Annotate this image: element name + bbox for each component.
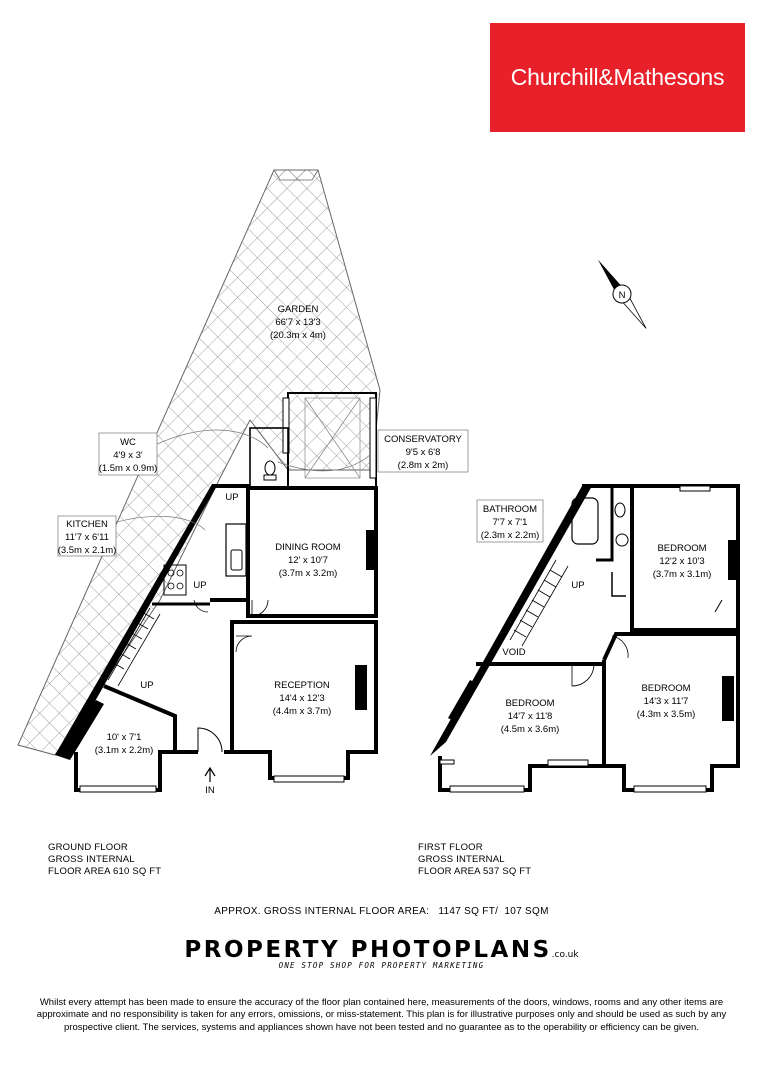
bedroom2-metric: (4.5m x 3.6m): [501, 724, 560, 735]
ground-up-marker-2: UP: [193, 580, 206, 591]
conservatory-imperial: 9'5 x 6'8: [406, 447, 441, 458]
bedroom3-name: BEDROOM: [641, 683, 690, 694]
wc-metric: (1.5m x 0.9m): [99, 463, 158, 474]
ground-floor-plan: [55, 392, 378, 793]
bedroom-3-walls: [602, 632, 738, 661]
first-floor-note: FIRST FLOOR GROSS INTERNAL FLOOR AREA 53…: [418, 842, 531, 878]
kitchen-name: KITCHEN: [66, 519, 108, 530]
floor-plan: N GARDEN 66'7 x 13'3 (20.3m x 4m) WC 4'9…: [17, 169, 740, 796]
first-floor-line1: FIRST FLOOR: [418, 842, 483, 853]
dining-imperial: 12' x 10'7: [288, 555, 328, 566]
north-label: N: [619, 290, 626, 301]
conservatory-name: CONSERVATORY: [384, 434, 462, 445]
conservatory-metric: (2.8m x 2m): [398, 460, 449, 471]
ground-stairs: [107, 602, 210, 687]
first-up-marker: UP: [571, 580, 584, 591]
footer-brand-tagline: ONE STOP SHOP FOR PROPERTY MARKETING: [278, 961, 485, 970]
bathroom-walls: [596, 486, 614, 562]
bedroom2-imperial: 14'7 x 11'8: [508, 711, 553, 722]
footer-brand-text: PROPERTY PHOTOPLANS: [184, 937, 552, 963]
first-floor-line3: FLOOR AREA 537 SQ FT: [418, 866, 532, 877]
footer-brand-suffix: .co.uk: [551, 950, 579, 960]
entrance-arrow: [204, 766, 216, 782]
first-floor-line2: GROSS INTERNAL: [418, 854, 505, 865]
approx-area: APPROX. GROSS INTERNAL FLOOR AREA: 1147 …: [214, 906, 549, 917]
reception-metric: (4.4m x 3.7m): [273, 706, 332, 717]
wc-imperial: 4'9 x 3': [113, 450, 143, 461]
bedroom1-metric: (3.7m x 3.1m): [653, 569, 712, 580]
first-floor-plan: [430, 484, 740, 793]
entrance-label: IN: [205, 785, 215, 796]
ground-up-marker-3: UP: [140, 680, 153, 691]
brand-logo: Churchill&Mathesons: [490, 23, 745, 132]
bedroom2-name: BEDROOM: [505, 698, 554, 709]
ground-diagonal-wall: [55, 484, 218, 755]
north-compass-icon: [597, 259, 647, 329]
dining-metric: (3.7m x 3.2m): [279, 568, 338, 579]
dining-name: DINING ROOM: [275, 542, 341, 553]
bedroom1-imperial: 12'2 x 10'3: [659, 556, 704, 567]
garden-imperial: 66'7 x 13'3: [275, 317, 320, 328]
garden-name: GARDEN: [278, 304, 319, 315]
hallway-metric: (3.1m x 2.2m): [95, 745, 154, 756]
kitchen-walls: [210, 484, 250, 602]
disclaimer: Whilst every attempt has been made to en…: [36, 997, 727, 1033]
reception-walls: [230, 620, 378, 780]
kitchen-imperial: 11'7 x 6'11: [65, 532, 109, 543]
kitchen-metric: (3.5m x 2.1m): [58, 545, 117, 556]
garden-area: [17, 169, 381, 756]
room-labels: GARDEN 66'7 x 13'3 (20.3m x 4m) WC 4'9 x…: [57, 304, 712, 796]
footer-brand-name: PROPERTY PHOTOPLANS.co.uk: [184, 937, 578, 963]
garden-top: [273, 169, 319, 181]
bedroom-1-walls: [630, 486, 738, 632]
footer-brand: PROPERTY PHOTOPLANS.co.uk ONE STOP SHOP …: [0, 937, 763, 970]
bedroom3-metric: (4.3m x 3.5m): [637, 709, 696, 720]
bathroom-name: BATHROOM: [483, 504, 537, 515]
bathroom-imperial: 7'7 x 7'1: [493, 517, 528, 528]
ground-up-marker-1: UP: [225, 492, 238, 503]
wc-name: WC: [120, 437, 136, 448]
reception-imperial: 14'4 x 12'3: [279, 693, 324, 704]
ground-floor-note: GROUND FLOOR GROSS INTERNAL FLOOR AREA 6…: [48, 842, 161, 878]
ground-floor-line3: FLOOR AREA 610 SQ FT: [48, 866, 162, 877]
bathroom-metric: (2.3m x 2.2m): [481, 530, 540, 541]
ground-floor-line2: GROSS INTERNAL: [48, 854, 135, 865]
void-label: VOID: [502, 647, 525, 658]
garden-metric: (20.3m x 4m): [270, 330, 326, 341]
ground-floor-line1: GROUND FLOOR: [48, 842, 128, 853]
bedroom1-name: BEDROOM: [657, 543, 706, 554]
reception-name: RECEPTION: [274, 680, 330, 691]
brand-name: Churchill&Mathesons: [510, 64, 725, 90]
first-stairs: [509, 559, 626, 647]
hallway-walls: [74, 684, 177, 792]
hallway-imperial: 10' x 7'1: [107, 732, 142, 743]
bedroom3-imperial: 14'3 x 11'7: [644, 696, 689, 707]
